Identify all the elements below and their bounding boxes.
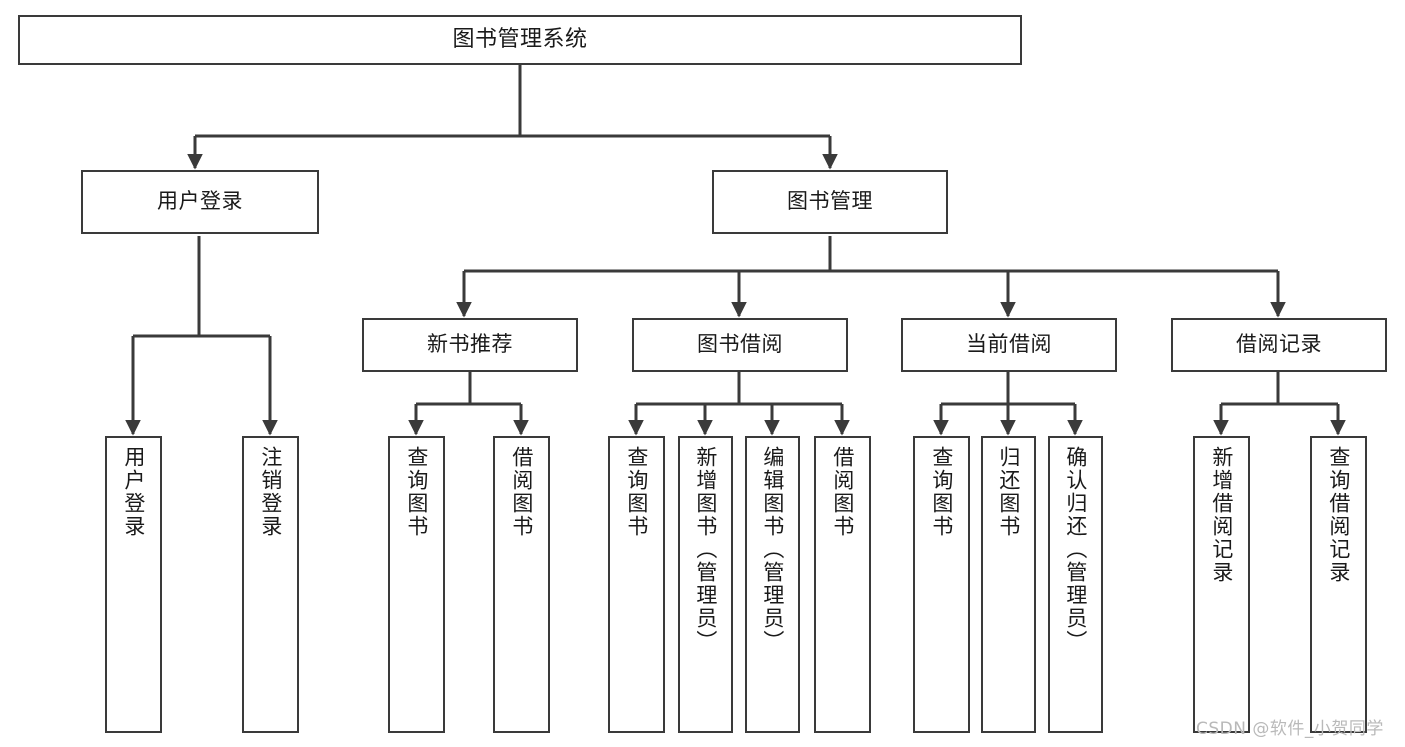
node-leaf-borrow-book-1[interactable]: 借阅图书 — [493, 436, 550, 733]
node-user-login[interactable]: 用户登录 — [81, 170, 319, 234]
node-leaf-borrow-book-2-label: 借阅图书 — [830, 446, 855, 538]
node-leaf-add-book[interactable]: 新增图书（管理员） — [678, 436, 733, 733]
node-leaf-user-login-label: 用户登录 — [121, 446, 146, 538]
node-leaf-borrow-book-2[interactable]: 借阅图书 — [814, 436, 871, 733]
node-new-book-rec-label: 新书推荐 — [427, 332, 513, 357]
node-borrow-record-label: 借阅记录 — [1236, 332, 1322, 357]
node-leaf-add-record[interactable]: 新增借阅记录 — [1193, 436, 1250, 733]
node-leaf-query-book-3-label: 查询图书 — [929, 446, 954, 538]
node-leaf-add-book-label: 新增图书（管理员） — [693, 446, 718, 653]
node-leaf-user-login[interactable]: 用户登录 — [105, 436, 162, 733]
node-leaf-query-book-2-label: 查询图书 — [624, 446, 649, 538]
node-leaf-query-book-1-label: 查询图书 — [404, 446, 429, 538]
node-leaf-logout-label: 注销登录 — [258, 446, 283, 538]
node-leaf-query-record-label: 查询借阅记录 — [1326, 446, 1351, 584]
node-root-label: 图书管理系统 — [452, 26, 588, 52]
node-user-login-label: 用户登录 — [157, 189, 243, 214]
node-leaf-borrow-book-1-label: 借阅图书 — [509, 446, 534, 538]
node-leaf-query-book-1[interactable]: 查询图书 — [388, 436, 445, 733]
node-leaf-query-record[interactable]: 查询借阅记录 — [1310, 436, 1367, 733]
node-leaf-query-book-3[interactable]: 查询图书 — [913, 436, 970, 733]
node-leaf-edit-book[interactable]: 编辑图书（管理员） — [745, 436, 800, 733]
node-current-borrow-label: 当前借阅 — [966, 332, 1052, 357]
node-leaf-query-book-2[interactable]: 查询图书 — [608, 436, 665, 733]
node-book-borrow-label: 图书借阅 — [697, 332, 783, 357]
node-leaf-add-record-label: 新增借阅记录 — [1209, 446, 1234, 584]
node-leaf-logout[interactable]: 注销登录 — [242, 436, 299, 733]
node-leaf-edit-book-label: 编辑图书（管理员） — [760, 446, 785, 653]
csdn-watermark: CSDN @软件_小贺同学 — [1196, 719, 1384, 739]
node-book-manage[interactable]: 图书管理 — [712, 170, 948, 234]
node-borrow-record[interactable]: 借阅记录 — [1171, 318, 1387, 372]
node-current-borrow[interactable]: 当前借阅 — [901, 318, 1117, 372]
node-leaf-confirm-return[interactable]: 确认归还（管理员） — [1048, 436, 1103, 733]
node-leaf-return-book[interactable]: 归还图书 — [981, 436, 1036, 733]
node-book-manage-label: 图书管理 — [787, 189, 873, 214]
node-new-book-rec[interactable]: 新书推荐 — [362, 318, 578, 372]
node-leaf-confirm-return-label: 确认归还（管理员） — [1063, 446, 1088, 653]
node-root[interactable]: 图书管理系统 — [18, 15, 1022, 65]
node-leaf-return-book-label: 归还图书 — [996, 446, 1021, 538]
node-book-borrow[interactable]: 图书借阅 — [632, 318, 848, 372]
